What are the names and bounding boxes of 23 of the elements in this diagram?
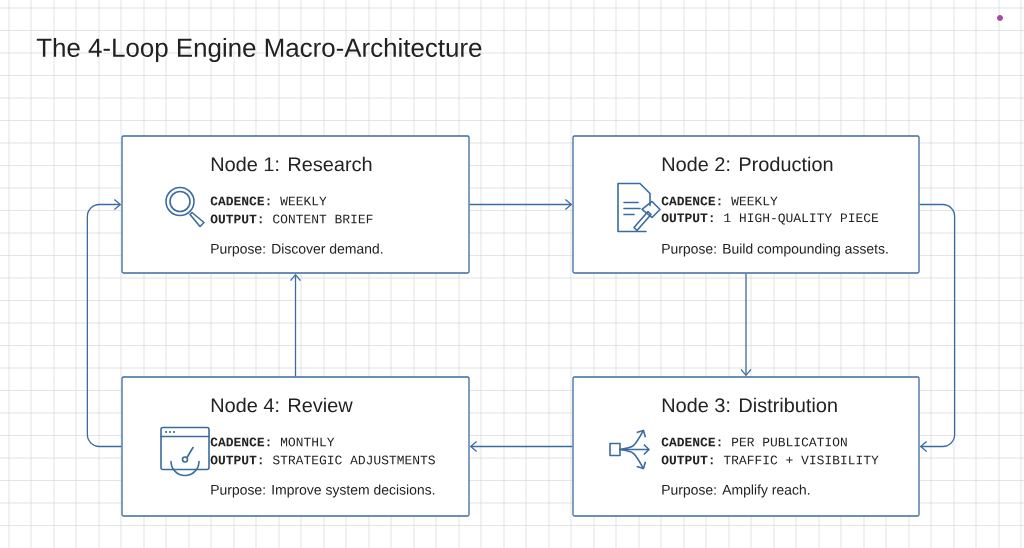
output-text: OUTPUT: 1 HIGH-QUALITY PIECE: [661, 213, 879, 225]
arrow: [86, 198, 122, 448]
node-title: Node 1: Research: [211, 156, 372, 172]
purpose-text: Purpose: Improve system decisions.: [211, 484, 435, 498]
node-title: Node 4: Review: [211, 397, 353, 413]
node-title: Node 2: Production: [662, 156, 833, 172]
node-title: Node 3: Distribution: [662, 397, 837, 413]
purpose-text: Purpose: Discover demand.: [211, 243, 383, 257]
cadence-text: CADENCE: MONTHLY: [210, 437, 335, 447]
title: The 4-Loop Engine Macro-Architecture: [36, 37, 482, 63]
arrow: [919, 203, 956, 453]
arrow: [289, 273, 302, 377]
cadence-text: CADENCE: WEEKLY: [661, 196, 778, 206]
cadence-text: CADENCE: PER PUBLICATION: [661, 437, 847, 447]
arrow: [469, 198, 573, 211]
arrow: [469, 440, 573, 453]
cadence-text: CADENCE: WEEKLY: [210, 196, 327, 206]
purpose-text: Purpose: Build compounding assets.: [662, 243, 888, 257]
output-text: OUTPUT: CONTENT BRIEF: [210, 214, 373, 224]
purpose-text: Purpose: Amplify reach.: [662, 484, 810, 498]
output-text: OUTPUT: TRAFFIC + VISIBILITY: [661, 455, 879, 465]
output-text: OUTPUT: STRATEGIC ADJUSTMENTS: [210, 455, 435, 465]
arrow: [740, 273, 752, 377]
